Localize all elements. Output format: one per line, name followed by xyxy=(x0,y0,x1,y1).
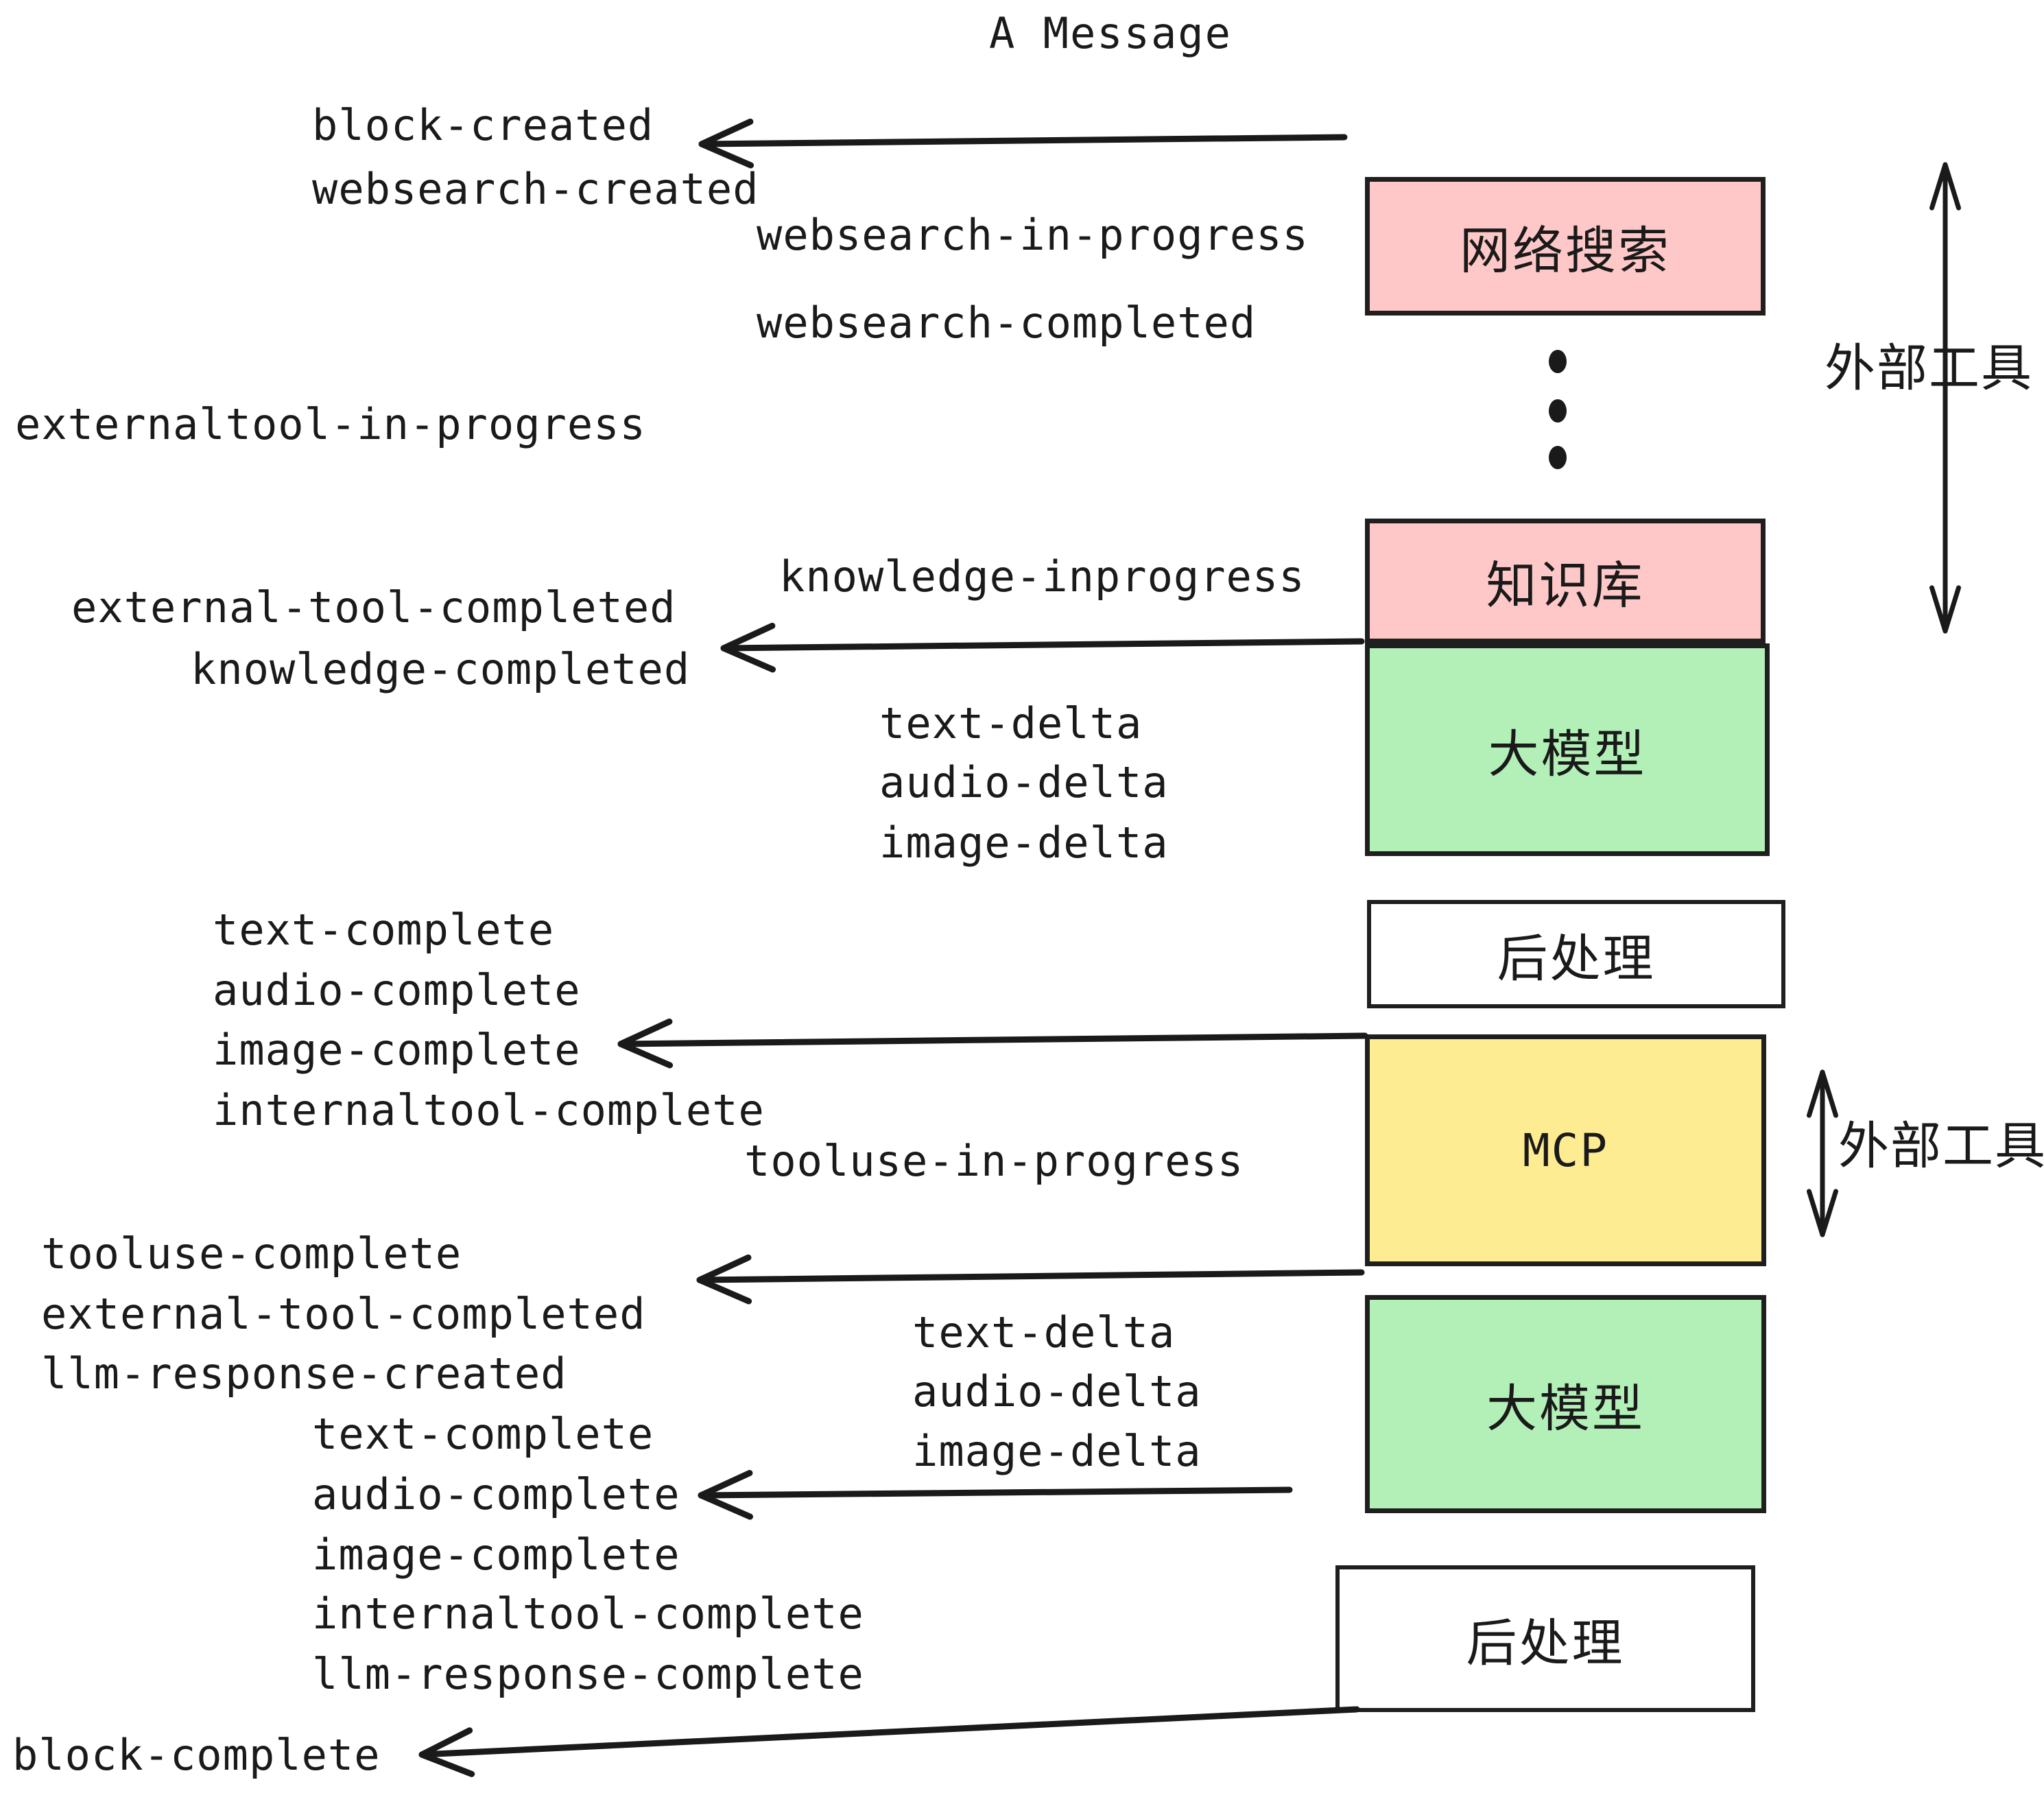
event-label: block-created xyxy=(312,100,654,150)
pipeline-node-box[interactable]: 后处理 xyxy=(1335,1565,1755,1712)
event-label: tooluse-in-progress xyxy=(744,1136,1244,1186)
event-label: audio-delta xyxy=(879,757,1169,807)
ellipsis-dot-icon xyxy=(1549,399,1567,423)
knowledge-to-knowledge-completed-arrow xyxy=(720,622,1365,673)
event-label: text-complete xyxy=(213,905,555,955)
event-label: audio-delta xyxy=(912,1366,1202,1416)
event-label: image-delta xyxy=(912,1426,1202,1476)
event-label: websearch-created xyxy=(312,164,759,214)
event-label: image-complete xyxy=(312,1530,680,1580)
event-label: tooluse-complete xyxy=(41,1229,462,1279)
event-label: block-complete xyxy=(12,1730,381,1780)
ellipsis-dot-icon xyxy=(1549,350,1567,373)
event-label: text-delta xyxy=(879,698,1143,748)
pipeline-node-box[interactable]: 后处理 xyxy=(1367,900,1785,1008)
event-label: image-delta xyxy=(879,818,1169,868)
external-tool-range-label: 外部工具 xyxy=(1825,339,2033,398)
event-label: text-delta xyxy=(912,1307,1176,1357)
event-label: externaltool-in-progress xyxy=(15,399,646,449)
event-label: external-tool-completed xyxy=(41,1289,646,1339)
pipeline-node-box[interactable]: 大模型 xyxy=(1365,643,1770,856)
external-tool-range-top xyxy=(1929,162,1961,634)
event-label: external-tool-completed xyxy=(71,582,676,632)
event-label: audio-complete xyxy=(213,965,581,1015)
event-label: llm-response-created xyxy=(41,1349,567,1399)
websearch-to-block-created-arrow xyxy=(698,118,1348,169)
pipeline-node-box[interactable]: MCP xyxy=(1365,1034,1766,1266)
event-label: knowledge-inprogress xyxy=(779,551,1305,602)
event-label: internaltool-complete xyxy=(213,1085,765,1135)
event-label: websearch-in-progress xyxy=(757,210,1309,260)
event-label: audio-complete xyxy=(312,1469,680,1519)
event-label: websearch-completed xyxy=(757,298,1257,348)
pipeline-node-box[interactable]: 知识库 xyxy=(1365,519,1766,643)
external-tool-range-label: 外部工具 xyxy=(1838,1117,2044,1176)
event-label: knowledge-completed xyxy=(191,644,691,694)
postprocess-to-block-complete-arrow xyxy=(418,1706,1360,1777)
event-label: text-complete xyxy=(312,1409,654,1459)
diagram-title: A Message xyxy=(989,8,1232,58)
event-label: internaltool-complete xyxy=(312,1589,864,1639)
event-label: llm-response-complete xyxy=(312,1649,864,1699)
external-tool-range-bottom xyxy=(1807,1069,1838,1237)
pipeline-node-box[interactable]: 大模型 xyxy=(1365,1295,1766,1513)
postprocess-to-image-complete-arrow xyxy=(617,1018,1368,1069)
mcp-to-tooluse-complete-arrow xyxy=(696,1254,1365,1305)
pipeline-node-box[interactable]: 网络搜索 xyxy=(1365,177,1766,316)
llm-to-audio-complete-arrow xyxy=(698,1470,1293,1520)
event-label: image-complete xyxy=(213,1025,581,1075)
ellipsis-dot-icon xyxy=(1549,446,1567,469)
